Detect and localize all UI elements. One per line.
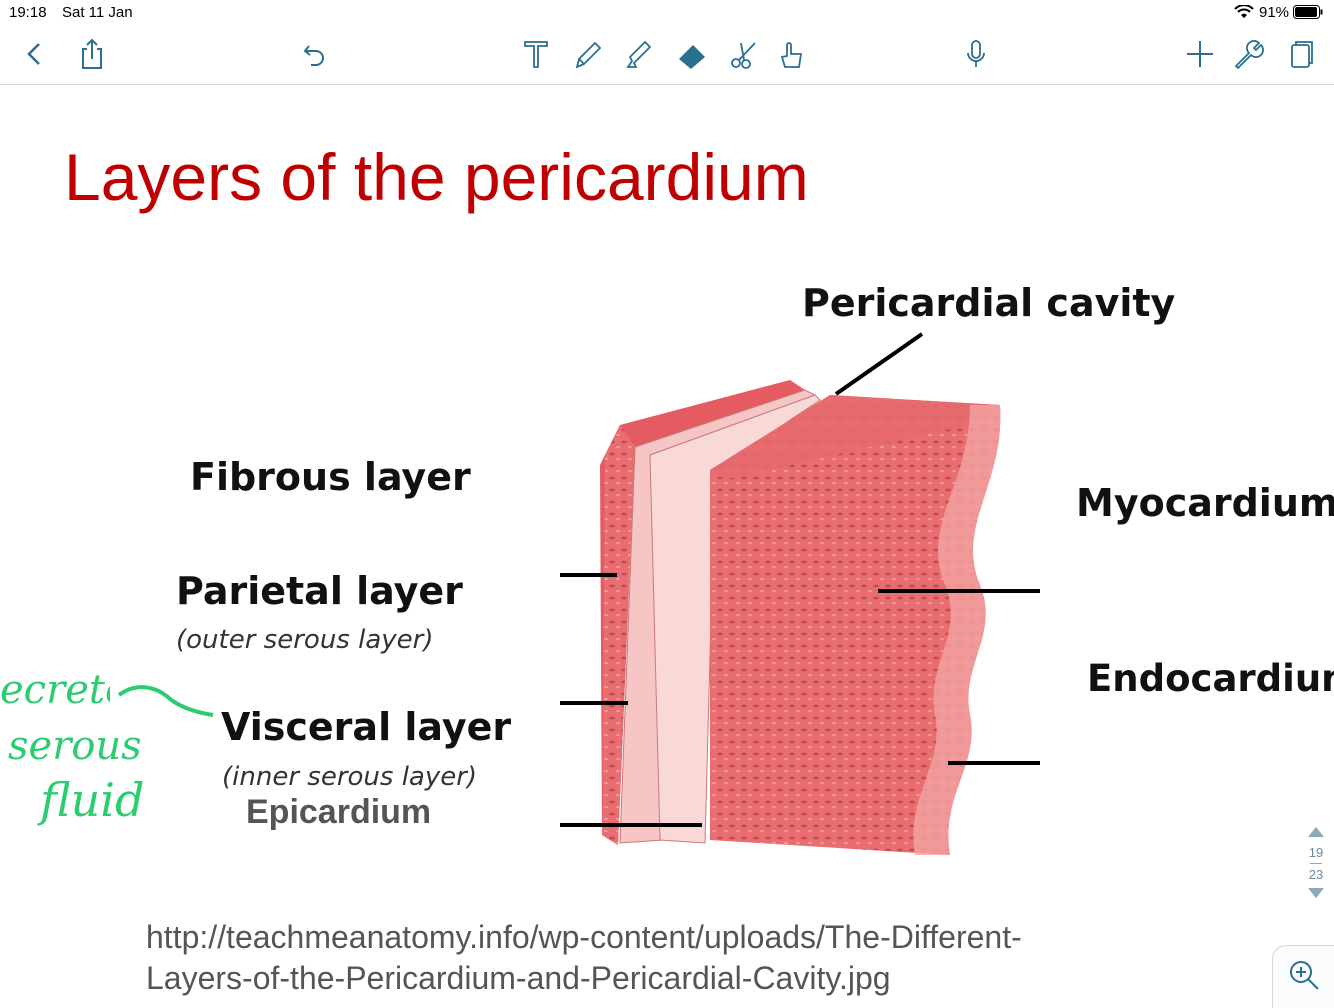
handwriting-line1: ecretes xyxy=(0,667,110,713)
label-visceral-sub: (inner serous layer) xyxy=(222,762,477,792)
source-url: http://teachmeanatomy.info/wp-content/up… xyxy=(146,917,1022,999)
page-up-icon[interactable] xyxy=(1298,825,1334,841)
label-myocardium: Myocardium xyxy=(1076,481,1334,525)
note-page[interactable]: Layers of the pericardium Pericardi xyxy=(0,85,1334,1001)
page-divider xyxy=(1310,863,1322,864)
notes-toolbar xyxy=(0,26,1334,85)
page-current: 19 xyxy=(1298,845,1334,860)
label-epicardium: Epicardium xyxy=(246,793,431,832)
source-url-line2: Layers-of-the-Pericardium-and-Pericardia… xyxy=(146,958,1022,999)
pen-icon[interactable] xyxy=(568,34,608,74)
source-url-line1: http://teachmeanatomy.info/wp-content/up… xyxy=(146,917,1022,958)
status-date: Sat 11 Jan xyxy=(62,4,133,21)
text-tool-icon[interactable] xyxy=(516,34,556,74)
plus-icon[interactable] xyxy=(1180,34,1220,74)
status-bar: 19:18 Sat 11 Jan 91% xyxy=(0,0,1334,26)
page-down-icon[interactable] xyxy=(1298,886,1334,902)
lasso-scissors-icon[interactable] xyxy=(724,34,764,74)
label-parietal-sub: (outer serous layer) xyxy=(176,625,433,655)
zoom-button[interactable] xyxy=(1272,945,1334,1008)
highlighter-icon[interactable] xyxy=(620,34,660,74)
hand-pointer-icon[interactable] xyxy=(772,34,812,74)
label-fibrous-layer: Fibrous layer xyxy=(190,455,471,499)
cavity-pointer-line xyxy=(830,330,930,400)
wrench-icon[interactable] xyxy=(1228,34,1268,74)
label-endocardium: Endocardium xyxy=(1087,657,1334,700)
pages-icon[interactable] xyxy=(1280,34,1320,74)
label-parietal-layer: Parietal layer xyxy=(176,569,463,613)
page-total: 23 xyxy=(1298,867,1334,882)
back-icon[interactable] xyxy=(14,34,54,74)
battery-icon xyxy=(1293,5,1323,19)
label-visceral-layer: Visceral layer xyxy=(221,705,511,749)
eraser-icon[interactable] xyxy=(672,34,712,74)
label-pericardial-cavity: Pericardial cavity xyxy=(802,281,1175,325)
zoom-in-icon xyxy=(1285,956,1325,996)
share-icon[interactable] xyxy=(72,34,112,74)
status-time: 19:18 xyxy=(9,4,47,21)
microphone-icon[interactable] xyxy=(956,34,996,74)
page-navigator[interactable]: 19 23 xyxy=(1298,825,1334,915)
pericardium-illustration xyxy=(560,365,1040,865)
handwriting-line2: serous xyxy=(8,723,142,769)
handwriting-line3: fluid xyxy=(40,773,144,827)
slide-title: Layers of the pericardium xyxy=(64,139,809,215)
handwriting-arrow xyxy=(115,681,215,721)
undo-icon[interactable] xyxy=(294,34,334,74)
wifi-icon xyxy=(1234,5,1254,23)
battery-percent: 91% xyxy=(1259,4,1289,21)
